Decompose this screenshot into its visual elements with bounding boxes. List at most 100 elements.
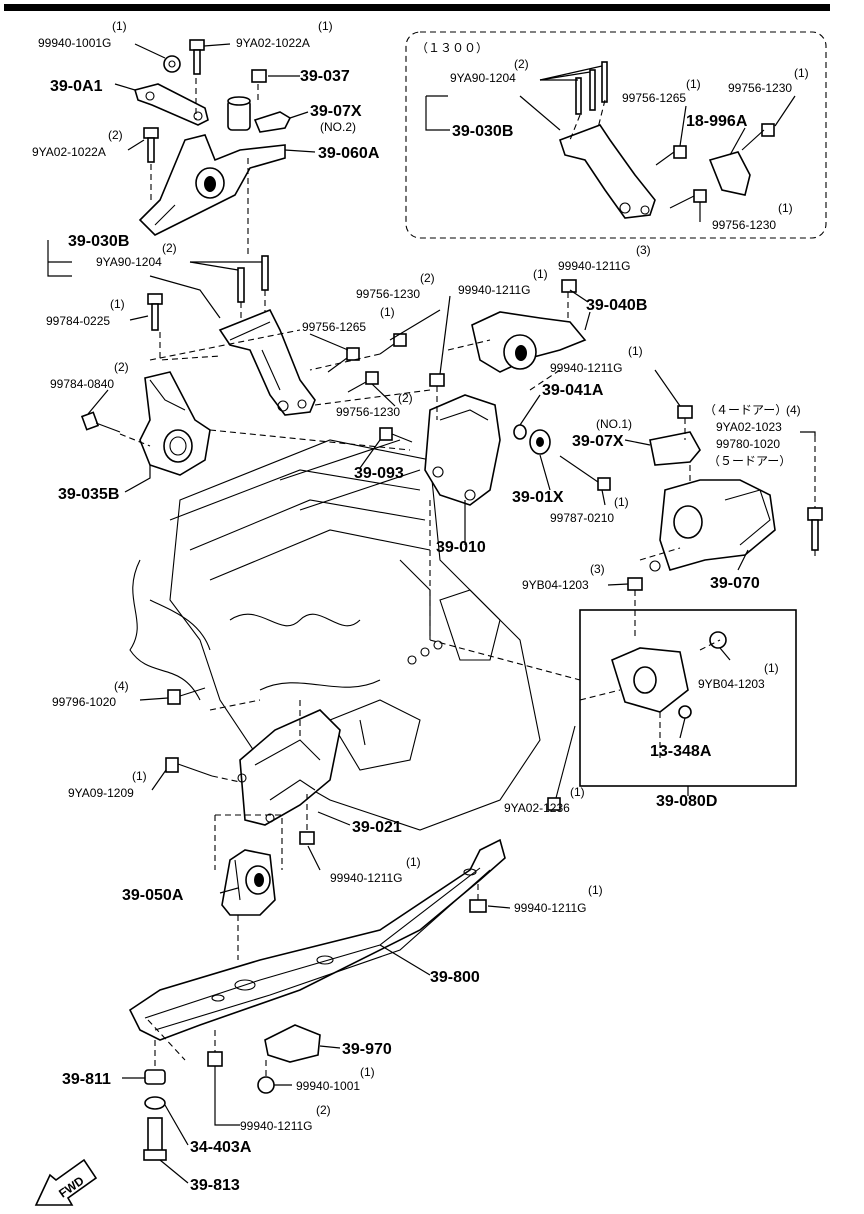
mount-39-070	[649, 479, 776, 572]
label-39-010: 39-010	[436, 539, 486, 556]
label-39-813: 39-813	[190, 1177, 240, 1194]
label-18-996a: 18-996A	[686, 113, 748, 130]
label-99940-1211g-f: 99940-1211G	[240, 1119, 313, 1133]
bracket-39-0a1	[133, 83, 209, 126]
label-39-021: 39-021	[352, 819, 402, 836]
label-99940-1211g-e: 99940-1211G	[514, 901, 587, 915]
qty-99756-1230-box-b: (1)	[778, 201, 793, 215]
bracket-39-035b	[139, 371, 211, 476]
label-39-037: 39-037	[300, 68, 350, 85]
qty-99940-1211g-b: (3)	[636, 243, 651, 257]
jp-4door: （４ードアー）	[704, 403, 787, 417]
label-39-040b: 39-040B	[586, 297, 647, 314]
label-99756-1230-low: 99756-1230	[336, 405, 400, 419]
label-39-0a1: 39-0A1	[50, 78, 103, 95]
qty-9ya02-1023: (4)	[786, 403, 801, 417]
qty-99940-1211g-d: (1)	[406, 855, 421, 869]
label-99787-0210: 99787-0210	[550, 511, 614, 525]
qty-99940-1001g-top: (1)	[112, 19, 127, 33]
assembly-dash-lines	[119, 78, 816, 1077]
label-9ya02-1023: 9YA02-1023	[716, 420, 782, 434]
bracket-18-996a	[708, 151, 751, 196]
label-99940-1211g-a: 99940-1211G	[458, 283, 531, 297]
qty-99940-1001: (1)	[360, 1065, 375, 1079]
label-39-01x: 39-01X	[512, 489, 564, 506]
bracket-39-030b	[218, 308, 316, 416]
sub-no2: (NO.2)	[320, 120, 356, 134]
label-99756-1230-mid: 99756-1230	[356, 287, 420, 301]
label-99784-0225: 99784-0225	[46, 314, 110, 328]
qty-99756-1230-low: (2)	[398, 391, 413, 405]
qty-99940-1211g-f: (2)	[316, 1103, 331, 1117]
sub-no1: (NO.1)	[596, 417, 632, 431]
qty-99756-1230-box-a: (1)	[794, 66, 809, 80]
crossmember-39-800	[128, 838, 506, 1041]
qty-99796-1020: (4)	[114, 679, 129, 693]
label-39-080d: 39-080D	[656, 793, 717, 810]
qty-9ya02-1022a-top: (1)	[318, 19, 333, 33]
qty-9ya90-1204-box: (2)	[514, 57, 529, 71]
qty-9ya02-1022a-left: (2)	[108, 128, 123, 142]
mount-39-050a	[221, 849, 276, 916]
label-39-811: 39-811	[62, 1071, 111, 1088]
label-9ya02-1022a-top: 9YA02-1022A	[236, 36, 310, 50]
qty-99756-1230-mid: (2)	[420, 271, 435, 285]
label-39-035b: 39-035B	[58, 486, 119, 503]
label-99780-1020: 99780-1020	[716, 437, 780, 451]
qty-99787-0210: (1)	[614, 495, 629, 509]
label-99940-1211g-d: 99940-1211G	[330, 871, 403, 885]
qty-9yb04-1203-b: (1)	[764, 661, 779, 675]
engine-block	[129, 439, 541, 831]
mount-39-060a	[138, 134, 286, 236]
box-1300-frame	[405, 31, 827, 239]
qty-99940-1211g-a: (1)	[533, 267, 548, 281]
qty-99784-0225: (1)	[110, 297, 125, 311]
label-39-050a: 39-050A	[122, 887, 184, 904]
label-39-030b-left: 39-030B	[68, 233, 129, 250]
qty-9ya90-1204-left: (2)	[162, 241, 177, 255]
label-39-800: 39-800	[430, 969, 480, 986]
label-13-348a: 13-348A	[650, 743, 712, 760]
label-99756-1265-mid: 99756-1265	[302, 320, 366, 334]
stopper-39-07x-no1	[649, 431, 701, 466]
mount-39-040b	[471, 311, 587, 373]
label-99756-1265-box: 99756-1265	[622, 91, 686, 105]
label-99940-1001: 99940-1001	[296, 1079, 360, 1093]
bracket-39-010	[424, 394, 501, 506]
label-9ya02-1022a-left: 9YA02-1022A	[32, 145, 106, 159]
label-99940-1211g-b: 99940-1211G	[558, 259, 631, 273]
label-39-07x-no2: 39-07X	[310, 103, 362, 120]
qty-99756-1265-mid: (1)	[380, 305, 395, 319]
mount-39-080d-inner	[611, 647, 689, 713]
label-99756-1230-box-a: 99756-1230	[728, 81, 792, 95]
bracket-39-021	[237, 709, 341, 826]
label-9yb04-1203-b: 9YB04-1203	[698, 677, 765, 691]
stopper-39-07x-no2	[253, 111, 292, 133]
label-39-970: 39-970	[342, 1041, 392, 1058]
label-99940-1001g-top: 99940-1001G	[38, 36, 111, 50]
label-9ya02-1236: 9YA02-1236	[504, 801, 570, 815]
qty-9yb04-1203-a: (3)	[590, 562, 605, 576]
fwd-arrow	[34, 1158, 98, 1206]
damper-39-037	[227, 96, 251, 131]
top-border	[4, 4, 830, 11]
qty-99784-0840: (2)	[114, 360, 129, 374]
label-34-403a: 34-403A	[190, 1139, 252, 1156]
label-39-041a: 39-041A	[542, 382, 604, 399]
qty-99940-1211g-e: (1)	[588, 883, 603, 897]
label-9ya90-1204-left: 9YA90-1204	[96, 255, 162, 269]
label-99940-1211g-c: 99940-1211G	[550, 361, 623, 375]
label-9ya90-1204-box: 9YA90-1204	[450, 71, 516, 85]
bracket-39-030b-1300	[558, 124, 656, 219]
qty-9ya02-1236: (1)	[570, 785, 585, 799]
bushing-39-01x	[529, 429, 551, 455]
label-99784-0840: 99784-0840	[50, 377, 114, 391]
label-9yb04-1203-a: 9YB04-1203	[522, 578, 589, 592]
qty-99756-1265-box: (1)	[686, 77, 701, 91]
label-39-07x-no1: 39-07X	[572, 433, 624, 450]
label-39-060a: 39-060A	[318, 145, 380, 162]
label-9ya09-1209: 9YA09-1209	[68, 786, 134, 800]
label-39-070: 39-070	[710, 575, 760, 592]
